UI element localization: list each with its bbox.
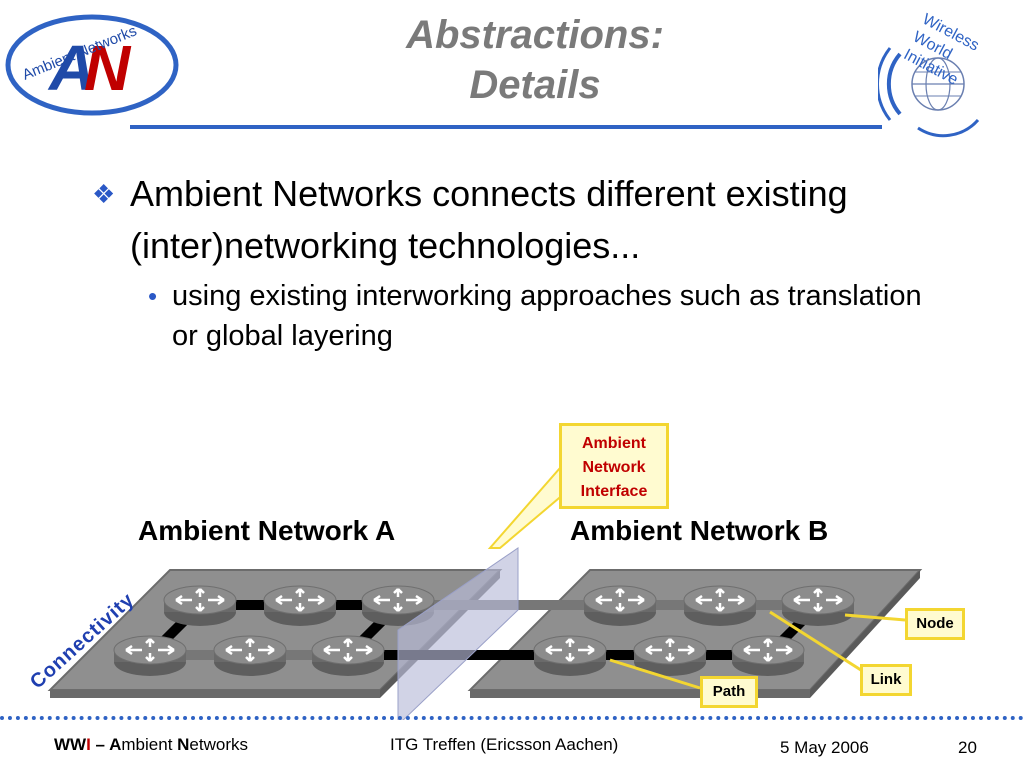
footer-brand-mbient: mbient: [121, 735, 178, 754]
node-a-4: [112, 634, 188, 678]
callout-interface-line-1: Ambient: [582, 435, 646, 452]
interface-plane: [397, 547, 519, 720]
bullet-2-text: using existing interworking approaches s…: [172, 280, 922, 352]
path-callout: Path: [700, 676, 758, 708]
footer-brand-ww: WW: [54, 735, 87, 754]
ambient-networks-logo: A N: [5, 14, 179, 116]
footer-brand: WWI – Ambient Networks: [54, 735, 248, 755]
slide-title: Abstractions: Details: [300, 10, 770, 110]
bullet-1-text: Ambient Networks connects different exis…: [130, 173, 848, 266]
svg-text:A: A: [47, 32, 95, 104]
link-callout: Link: [860, 664, 912, 696]
footer-date: 5 May 2006: [780, 738, 869, 757]
footer-brand-sep: –: [90, 735, 110, 754]
footer-brand-etworks: etworks: [189, 735, 248, 754]
callout-interface-line-2: Network: [582, 459, 646, 476]
node-callout: Node: [905, 608, 965, 640]
network-diagram: [47, 466, 923, 720]
title-line-1: Abstractions:: [406, 13, 664, 57]
footer-brand-i: I: [86, 735, 91, 754]
network-a-label: Ambient Network A: [138, 515, 396, 546]
node-b-6: [730, 634, 806, 678]
node-a-1: [162, 584, 238, 628]
node-a-6: [310, 634, 386, 678]
title-underline: [130, 125, 882, 129]
node-b-4: [532, 634, 608, 678]
link-pointer: [769, 610, 865, 674]
footer-page-number: 20: [958, 738, 977, 757]
wireless-world-initiative-logo: [878, 47, 980, 138]
node-a-2: [262, 584, 338, 628]
title-line-2: Details: [469, 63, 601, 107]
callout-interface-line-3: Interface: [580, 483, 648, 500]
node-b-2: [682, 584, 758, 628]
footer-brand-a: A: [109, 735, 122, 754]
ambient-network-interface-callout: Ambient Network Interface: [559, 423, 669, 509]
svg-text:N: N: [84, 32, 132, 104]
footer-event: ITG Treffen (Ericsson Aachen): [390, 735, 619, 754]
node-b-1: [582, 584, 658, 628]
node-b-3: [780, 584, 856, 628]
node-a-5: [212, 634, 288, 678]
node-pointer: [844, 613, 906, 622]
footer-brand-n: N: [177, 735, 190, 754]
footer-divider: [0, 716, 1024, 720]
network-b-label: Ambient Network B: [570, 515, 829, 546]
diamond-bullet-icon: ❖: [92, 179, 116, 209]
path-pointer: [609, 658, 701, 690]
dot-bullet-icon: •: [148, 281, 158, 311]
